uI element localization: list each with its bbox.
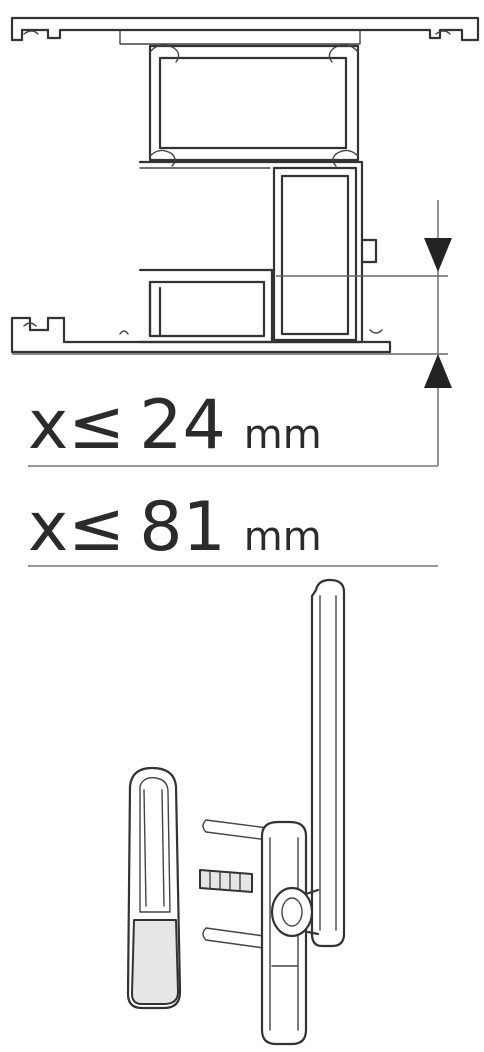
dimension-relation: ≤ [68,488,125,567]
screw-bottom [202,927,265,949]
dimension-value: 81 [139,488,226,567]
spindle [199,869,253,893]
dimension-unit: mm [244,412,322,458]
arrow-up-icon [424,354,452,388]
dimension-label-2: x≤81 mm [28,488,322,567]
dimension-label-1: x≤24 mm [28,386,322,465]
dimension-symbol: x [28,488,68,567]
dimension-table: x≤24 mm x≤81 mm [28,386,438,567]
profile-cross-section [10,16,480,354]
dimension-value: 24 [139,386,226,465]
arrow-down-icon [424,238,452,272]
dimension-indicator [12,200,452,466]
handle-hub [270,886,314,938]
dimension-symbol: x [28,386,68,465]
handle-assembly-illustration [126,578,346,1046]
screw-top [202,819,269,841]
dimension-relation: ≤ [68,386,125,465]
dimension-unit: mm [244,514,322,560]
